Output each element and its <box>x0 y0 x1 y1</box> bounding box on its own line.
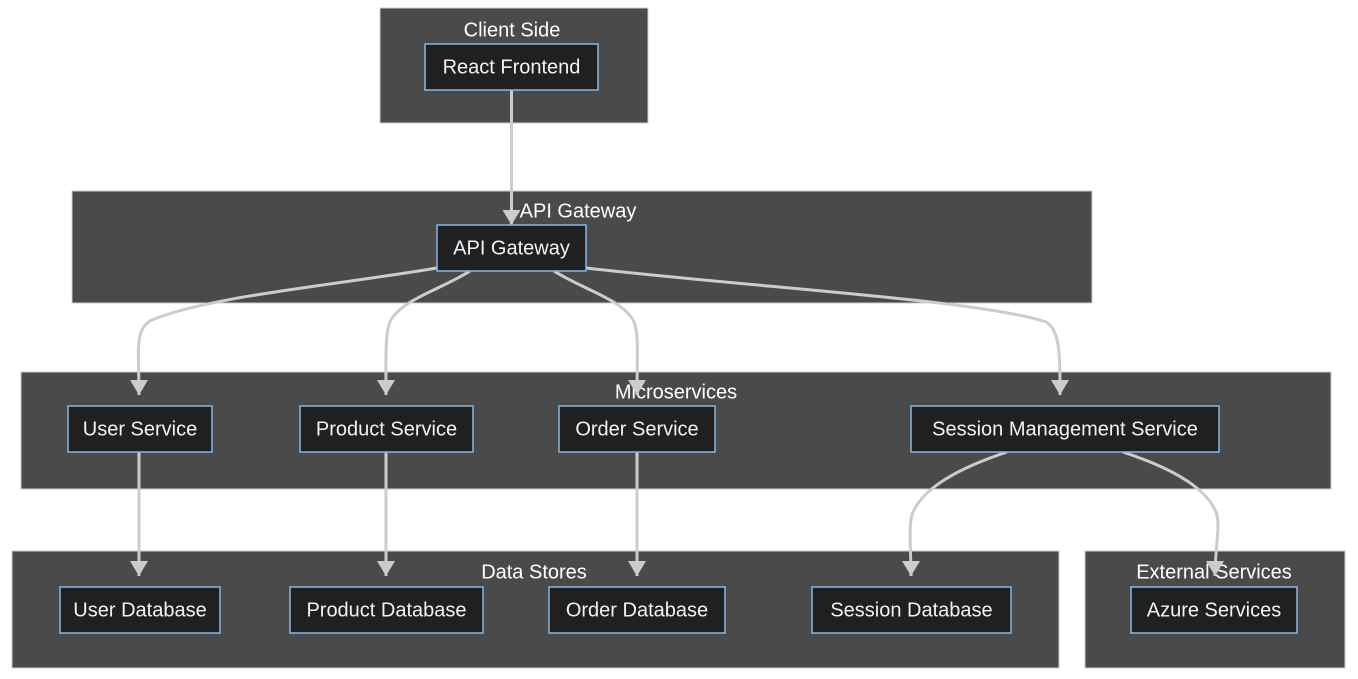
node-label-user_db: User Database <box>73 599 206 621</box>
node-order_service[interactable]: Order Service <box>558 405 716 453</box>
node-box-session_service[interactable] <box>910 405 1220 453</box>
edge-session_service-to-session_db <box>908 450 1008 577</box>
node-box-product_service[interactable] <box>299 405 474 453</box>
node-react_frontend[interactable]: React Frontend <box>424 43 599 91</box>
node-box-react_frontend[interactable] <box>424 43 599 91</box>
arrowhead-icon-e10 <box>1206 561 1224 576</box>
edge-api_gateway-to-product_service <box>384 269 471 396</box>
node-label-order_db: Order Database <box>566 599 708 621</box>
edge-api_gateway-to-user_service <box>136 266 438 396</box>
edge-api_gateway-to-session_service <box>585 266 1062 396</box>
node-box-session_db[interactable] <box>811 586 1012 634</box>
arrowhead-icon-e4 <box>628 380 646 395</box>
node-api_gateway[interactable]: API Gateway <box>436 224 587 272</box>
node-session_service[interactable]: Session Management Service <box>910 405 1220 453</box>
cluster-label-api_gateway_group: API Gateway <box>520 200 637 222</box>
arrowhead-icon-e9 <box>902 561 920 576</box>
cluster-label-client_side: Client Side <box>464 19 561 41</box>
node-label-user_service: User Service <box>83 418 197 440</box>
arrowhead-icon-e5 <box>1051 380 1069 395</box>
edge-layer <box>130 90 1224 577</box>
node-session_db[interactable]: Session Database <box>811 586 1012 634</box>
node-label-azure_services: Azure Services <box>1147 599 1282 621</box>
node-box-order_db[interactable] <box>548 586 726 634</box>
arrowhead-icon-e6 <box>130 561 148 576</box>
node-order_db[interactable]: Order Database <box>548 586 726 634</box>
arrowhead-icon-e1 <box>502 210 521 225</box>
node-box-user_db[interactable] <box>59 586 221 634</box>
arrowhead-icon-e2 <box>130 380 148 395</box>
node-box-order_service[interactable] <box>558 405 716 453</box>
node-label-product_service: Product Service <box>316 418 457 440</box>
node-product_service[interactable]: Product Service <box>299 405 474 453</box>
node-box-azure_services[interactable] <box>1130 586 1298 634</box>
node-user_service[interactable]: User Service <box>67 405 213 453</box>
node-label-product_db: Product Database <box>306 599 466 621</box>
node-user_db[interactable]: User Database <box>59 586 221 634</box>
node-product_db[interactable]: Product Database <box>289 586 484 634</box>
node-label-session_db: Session Database <box>830 599 992 621</box>
cluster-label-data_stores: Data Stores <box>481 561 587 583</box>
node-label-api_gateway: API Gateway <box>453 237 570 259</box>
node-box-api_gateway[interactable] <box>436 224 587 272</box>
arrowhead-icon-e3 <box>377 380 395 395</box>
node-label-react_frontend: React Frontend <box>443 56 581 78</box>
edge-api_gateway-to-order_service <box>553 269 639 396</box>
edge-session_service-to-azure_services <box>1122 450 1220 577</box>
arrowhead-icon-e8 <box>628 561 646 576</box>
cluster-label-microservices: Microservices <box>615 381 737 403</box>
node-label-session_service: Session Management Service <box>932 418 1198 440</box>
node-azure_services[interactable]: Azure Services <box>1130 586 1298 634</box>
node-box-user_service[interactable] <box>67 405 213 453</box>
node-box-product_db[interactable] <box>289 586 484 634</box>
arrowhead-icon-e7 <box>377 561 395 576</box>
node-label-order_service: Order Service <box>575 418 698 440</box>
